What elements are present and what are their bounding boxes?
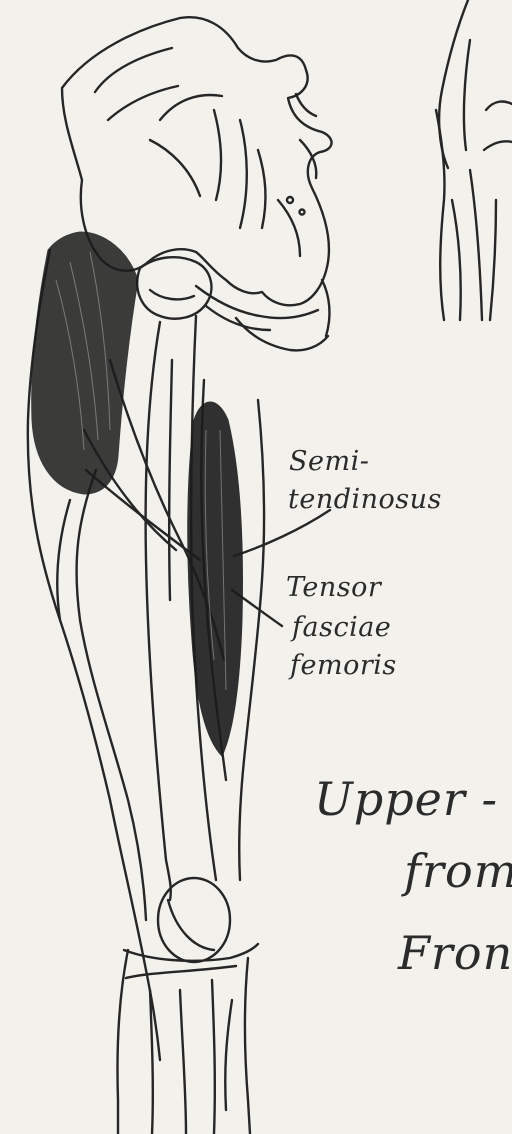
tensor-label-line3: femoris [290, 652, 397, 679]
semitendinosus-label-line1: Semi- [289, 448, 369, 475]
semitendinosus-label-line2: tendinosus [288, 486, 442, 513]
semitendinosus-leader [234, 510, 330, 556]
caption-line2: from [404, 848, 512, 894]
upper-lateral-muscle-shading [32, 232, 138, 494]
lateral-thigh-outline [239, 400, 264, 880]
tensor-fasciae-femoris-shading [188, 402, 243, 756]
tensor-label-line1: Tensor [286, 574, 381, 601]
tibia-right [245, 958, 250, 1134]
patella [158, 878, 230, 962]
caption-line1: Upper - [314, 776, 498, 822]
femur-shaft-left [146, 322, 171, 900]
caption-line3: Fron [398, 930, 512, 976]
tensor-label-line2: fasciae [292, 614, 391, 641]
